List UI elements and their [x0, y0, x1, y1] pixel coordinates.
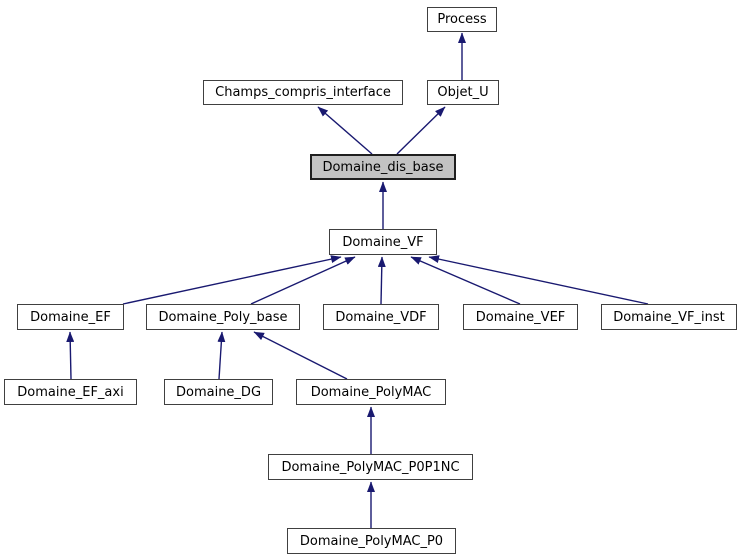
- inheritance-edge-domaine_dis_base-to-champs_compris_interface: [317, 106, 373, 155]
- inheritance-edge-domaine_ef_axi-to-domaine_ef: [66, 331, 75, 380]
- inheritance-edge-domaine_dis_base-to-objet_u: [396, 106, 446, 155]
- class-node-domaine_vef[interactable]: Domaine_VEF: [463, 304, 578, 330]
- class-node-domaine_dis_base[interactable]: Domaine_dis_base: [310, 154, 456, 180]
- class-node-champs_compris_interface[interactable]: Champs_compris_interface: [203, 80, 403, 105]
- class-node-domaine_vdf[interactable]: Domaine_VDF: [323, 304, 439, 330]
- class-node-domaine_polymac_p0[interactable]: Domaine_PolyMAC_P0: [287, 528, 456, 554]
- class-node-objet_u[interactable]: Objet_U: [427, 80, 499, 105]
- class-node-domaine_polymac_p0p1nc[interactable]: Domaine_PolyMAC_P0P1NC: [268, 454, 473, 480]
- inheritance-edge-domaine_dg-to-domaine_poly_base: [217, 331, 226, 380]
- class-node-domaine_poly_base[interactable]: Domaine_Poly_base: [146, 304, 300, 330]
- class-node-domaine_vf[interactable]: Domaine_VF: [329, 229, 437, 255]
- inheritance-edge-domaine_vf_inst-to-domaine_vf: [428, 255, 649, 305]
- class-node-domaine_polymac[interactable]: Domaine_PolyMAC: [296, 379, 446, 405]
- inheritance-edge-domaine_vdf-to-domaine_vf: [377, 256, 386, 305]
- class-node-domaine_ef_axi[interactable]: Domaine_EF_axi: [4, 379, 137, 405]
- inheritance-edge-domaine_poly_base-to-domaine_vf: [250, 256, 356, 305]
- class-node-domaine_ef[interactable]: Domaine_EF: [17, 304, 124, 330]
- inheritance-edge-domaine_polymac-to-domaine_poly_base: [253, 331, 348, 380]
- inheritance-edge-domaine_ef-to-domaine_vf: [122, 255, 342, 305]
- class-node-process[interactable]: Process: [427, 7, 497, 32]
- inheritance-edge-domaine_vef-to-domaine_vf: [410, 256, 521, 305]
- class-node-domaine_vf_inst[interactable]: Domaine_VF_inst: [601, 304, 737, 330]
- class-node-domaine_dg[interactable]: Domaine_DG: [164, 379, 273, 405]
